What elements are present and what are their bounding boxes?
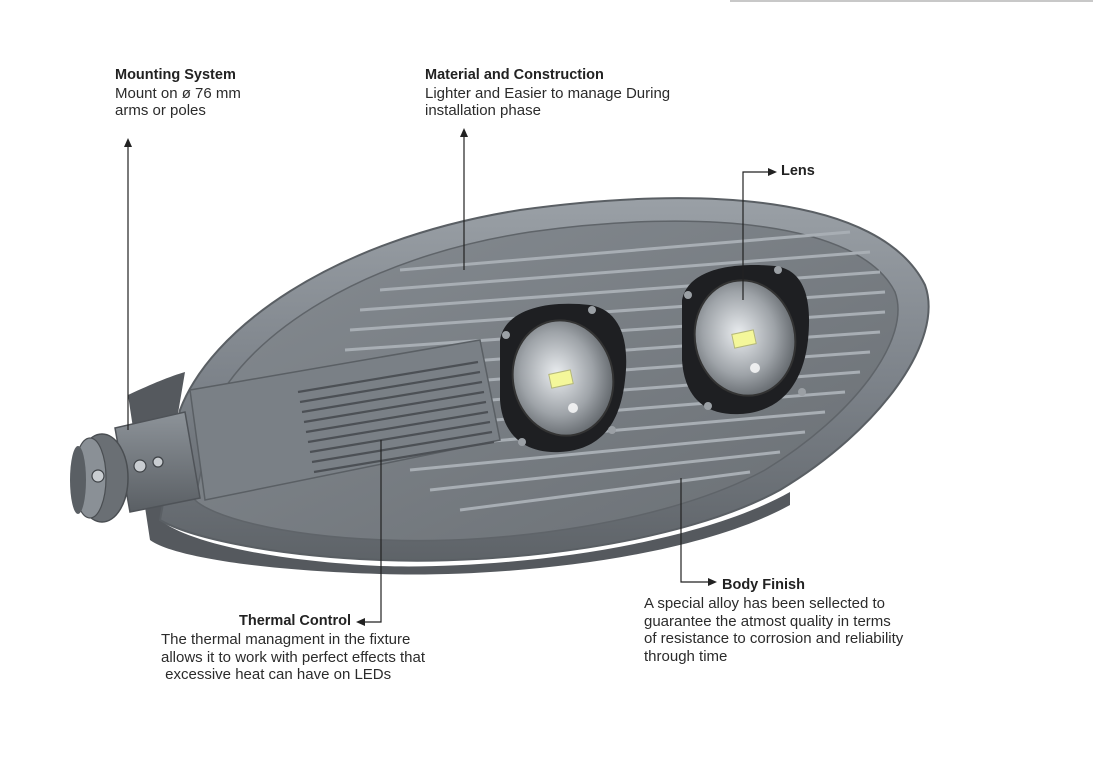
finish-line-4: through time — [644, 647, 728, 665]
thermal-line-2: allows it to work with perfect effects t… — [161, 648, 426, 666]
finish-arrowhead — [708, 578, 717, 586]
callout-mounting-system: Mounting System Mount on ø 76 mm arms or… — [115, 67, 241, 120]
lens-module-left — [500, 303, 627, 453]
top-divider — [730, 0, 1093, 2]
material-arrowhead — [460, 128, 468, 137]
driver-box — [189, 339, 501, 501]
housing-underside — [128, 372, 790, 575]
mounting-arrowhead — [124, 138, 132, 147]
thermal-title: Thermal Control — [239, 613, 351, 629]
material-line-1: Lighter and Easier to manage During — [425, 84, 671, 102]
finish-line-2: guarantee the atmost quality in terms — [644, 612, 891, 630]
mounting-line-1: Mount on ø 76 mm — [115, 84, 241, 102]
callout-lines — [127, 135, 770, 623]
lens-arrow-line — [742, 171, 770, 300]
finish-line-1: A special alloy has been sellected to — [644, 595, 885, 612]
material-title: Material and Construction — [425, 67, 604, 83]
callout-thermal-control: The thermal managment in the fixture all… — [161, 631, 425, 684]
callout-lens: Lens — [781, 163, 815, 181]
mounting-line-2: arms or poles — [115, 102, 206, 119]
thermal-line-1: The thermal managment in the fixture — [161, 631, 411, 648]
pole-mount — [70, 411, 201, 523]
thermal-arrowhead — [356, 618, 365, 626]
finish-title: Body Finish — [722, 577, 805, 593]
callout-body-finish: A special alloy has been sellected to gu… — [644, 595, 903, 665]
mounting-title: Mounting System — [115, 67, 236, 83]
finish-line-3: of resistance to corrosion and reliabili… — [644, 630, 904, 647]
callout-arrowheads — [124, 128, 777, 626]
callout-material-construction: Material and Construction Lighter and Ea… — [425, 67, 670, 120]
driver-heatsink — [297, 360, 495, 474]
finish-arrow-line — [680, 478, 710, 583]
thermal-arrow-line — [363, 440, 382, 623]
lens-title: Lens — [781, 163, 815, 179]
lens-arrowhead — [768, 168, 777, 176]
thermal-line-3: excessive heat can have on LEDs — [161, 666, 392, 683]
material-line-2: installation phase — [425, 102, 541, 119]
lens-module-right — [682, 265, 810, 415]
